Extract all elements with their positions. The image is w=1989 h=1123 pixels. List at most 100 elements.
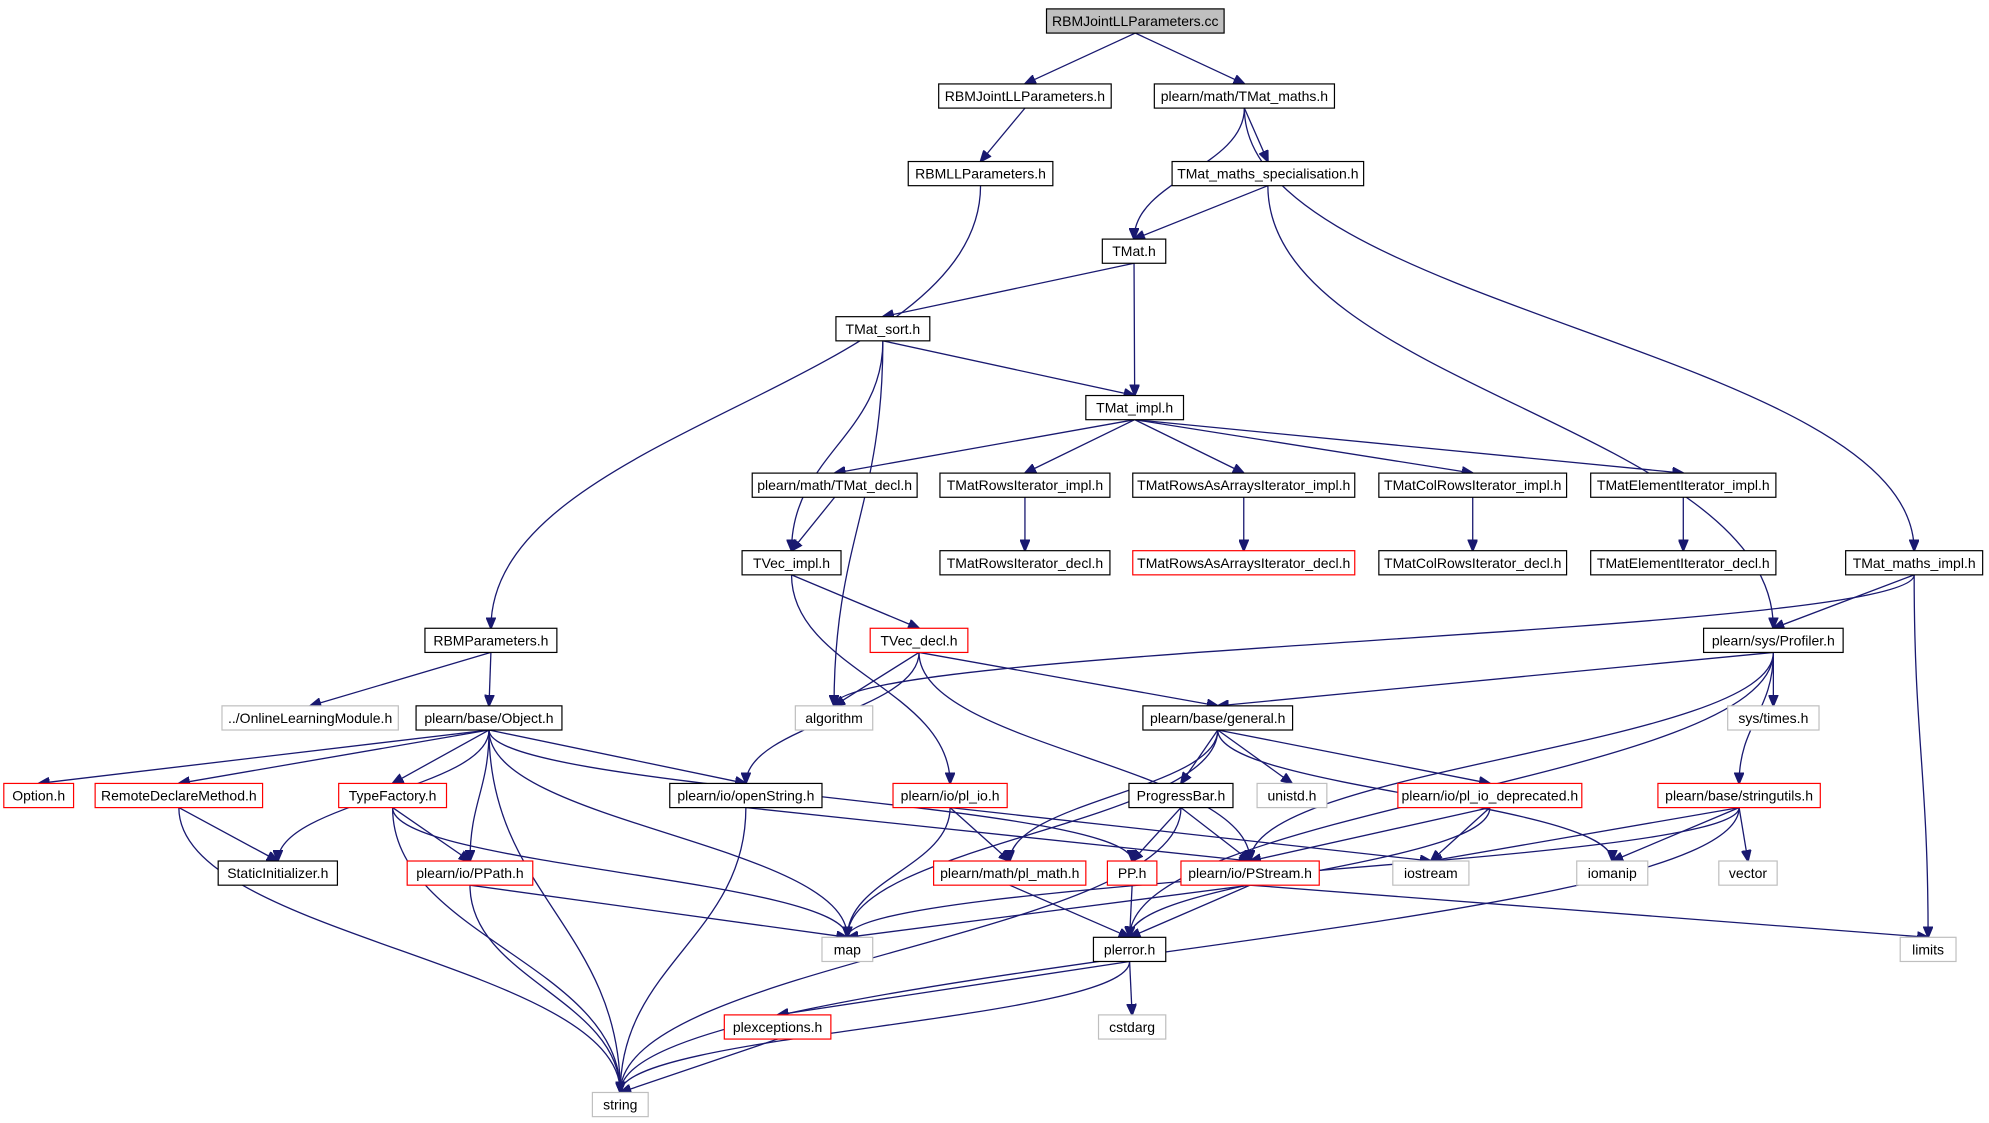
node-box[interactable] (892, 782, 1008, 809)
node-iostream[interactable]: iostream (1392, 860, 1470, 886)
node-box[interactable] (907, 160, 1054, 187)
node-typefactory[interactable]: TypeFactory.h (338, 782, 448, 809)
node-box[interactable] (1590, 472, 1777, 498)
node-box[interactable] (669, 782, 823, 809)
node-box[interactable] (821, 936, 874, 963)
node-box[interactable] (835, 316, 931, 342)
node-box[interactable] (1727, 705, 1820, 731)
node-box[interactable] (939, 550, 1111, 576)
node-rowsarrimpl[interactable]: TMatRowsAsArraysIterator_impl.h (1132, 472, 1356, 498)
node-colrowsdecl[interactable]: TMatColRowsIterator_decl.h (1378, 550, 1568, 576)
node-box[interactable] (1845, 550, 1984, 576)
node-box[interactable] (1153, 83, 1336, 109)
node-map[interactable]: map (821, 936, 874, 963)
node-plio[interactable]: plearn/io/pl_io.h (892, 782, 1008, 809)
node-option[interactable]: Option.h (3, 782, 75, 809)
node-rowsiterdecl[interactable]: TMatRowsIterator_decl.h (939, 550, 1111, 576)
node-box[interactable] (1128, 782, 1234, 809)
node-unistd[interactable]: unistd.h (1256, 782, 1328, 809)
node-rbmllparams[interactable]: RBMLLParameters.h (907, 160, 1054, 187)
node-box[interactable] (794, 705, 874, 731)
node-stringutils[interactable]: plearn/base/stringutils.h (1657, 782, 1821, 809)
node-rbmparams[interactable]: RBMParameters.h (424, 627, 558, 654)
node-ppath[interactable]: plearn/io/PPath.h (406, 860, 534, 886)
node-pliodep[interactable]: plearn/io/pl_io_deprecated.h (1397, 782, 1583, 809)
node-tmatsort[interactable]: TMat_sort.h (835, 316, 931, 342)
node-box[interactable] (1576, 860, 1649, 886)
node-staticinit[interactable]: StaticInitializer.h (217, 860, 339, 886)
node-box[interactable] (415, 705, 563, 731)
node-vector[interactable]: vector (1718, 860, 1778, 886)
node-box[interactable] (591, 1091, 649, 1118)
node-box[interactable] (869, 627, 969, 654)
node-tmatmathsimpl[interactable]: TMat_maths_impl.h (1845, 550, 1984, 576)
node-box[interactable] (741, 550, 842, 576)
node-box[interactable] (1378, 472, 1568, 498)
node-tmatdecl[interactable]: plearn/math/TMat_decl.h (751, 472, 918, 498)
node-box[interactable] (1085, 394, 1185, 421)
node-tmatmaths[interactable]: plearn/math/TMat_maths.h (1153, 83, 1336, 109)
node-root[interactable]: RBMJointLLParameters.cc (1045, 8, 1225, 34)
node-limits[interactable]: limits (1899, 936, 1957, 963)
node-box[interactable] (1256, 782, 1328, 809)
node-colrowsimpl[interactable]: TMatColRowsIterator_impl.h (1378, 472, 1568, 498)
node-box[interactable] (1378, 550, 1568, 576)
node-box[interactable] (1132, 472, 1356, 498)
node-box[interactable] (1899, 936, 1957, 963)
node-box[interactable] (933, 860, 1087, 886)
node-box[interactable] (939, 472, 1111, 498)
node-tmatspec[interactable]: TMat_maths_specialisation.h (1171, 160, 1365, 187)
node-box[interactable] (1097, 1014, 1167, 1040)
node-pstream[interactable]: plearn/io/PStream.h (1180, 860, 1320, 886)
node-box[interactable] (406, 860, 534, 886)
node-box[interactable] (1180, 860, 1320, 886)
node-iomanip[interactable]: iomanip (1576, 860, 1649, 886)
node-tvecimpl[interactable]: TVec_impl.h (741, 550, 842, 576)
node-elemimpl[interactable]: TMatElementIterator_impl.h (1590, 472, 1777, 498)
node-box[interactable] (424, 627, 558, 654)
node-onlinelm[interactable]: ../OnlineLearningModule.h (221, 705, 399, 731)
node-box[interactable] (1397, 782, 1583, 809)
node-pph[interactable]: PP.h (1106, 860, 1158, 886)
node-general[interactable]: plearn/base/general.h (1142, 705, 1294, 731)
node-plmath[interactable]: plearn/math/pl_math.h (933, 860, 1087, 886)
node-box[interactable] (751, 472, 918, 498)
node-rbmjointh[interactable]: RBMJointLLParameters.h (938, 83, 1112, 109)
node-cstdarg[interactable]: cstdarg (1097, 1014, 1167, 1040)
node-box[interactable] (1092, 936, 1167, 963)
node-profiler[interactable]: plearn/sys/Profiler.h (1702, 627, 1844, 654)
node-systimes[interactable]: sys/times.h (1727, 705, 1820, 731)
node-box[interactable] (1718, 860, 1778, 886)
node-box[interactable] (1045, 8, 1225, 34)
node-rowsiterimpl[interactable]: TMatRowsIterator_impl.h (939, 472, 1111, 498)
node-remotedecl[interactable]: RemoteDeclareMethod.h (94, 782, 264, 809)
node-box[interactable] (217, 860, 339, 886)
node-box[interactable] (221, 705, 399, 731)
node-algorithm[interactable]: algorithm (794, 705, 874, 731)
node-string[interactable]: string (591, 1091, 649, 1118)
node-box[interactable] (94, 782, 264, 809)
node-box[interactable] (938, 83, 1112, 109)
node-plexceptions[interactable]: plexceptions.h (723, 1014, 832, 1040)
node-box[interactable] (1132, 550, 1356, 576)
node-box[interactable] (723, 1014, 832, 1040)
node-box[interactable] (1171, 160, 1365, 187)
node-box[interactable] (1142, 705, 1294, 731)
node-rowsarrdecl[interactable]: TMatRowsAsArraysIterator_decl.h (1132, 550, 1356, 576)
node-box[interactable] (1702, 627, 1844, 654)
node-tvecdecl[interactable]: TVec_decl.h (869, 627, 969, 654)
node-progressbar[interactable]: ProgressBar.h (1128, 782, 1234, 809)
node-tmatimpl[interactable]: TMat_impl.h (1085, 394, 1185, 421)
node-object[interactable]: plearn/base/Object.h (415, 705, 563, 731)
node-box[interactable] (1657, 782, 1821, 809)
node-elemdecl[interactable]: TMatElementIterator_decl.h (1590, 550, 1777, 576)
node-box[interactable] (1392, 860, 1470, 886)
node-box[interactable] (1590, 550, 1777, 576)
node-openstring[interactable]: plearn/io/openString.h (669, 782, 823, 809)
node-box[interactable] (1106, 860, 1158, 886)
node-box[interactable] (1101, 238, 1167, 264)
node-box[interactable] (3, 782, 75, 809)
node-tmath[interactable]: TMat.h (1101, 238, 1167, 264)
node-box[interactable] (338, 782, 448, 809)
node-plerror[interactable]: plerror.h (1092, 936, 1167, 963)
